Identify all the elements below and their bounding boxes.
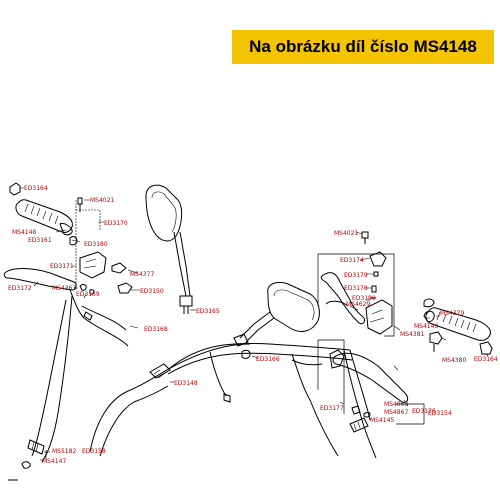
callout-3: MS4148 [12, 229, 36, 236]
callout-12: ED3168 [144, 326, 168, 333]
right-switch-housing [365, 299, 393, 335]
callout-5: ED3180 [84, 241, 108, 248]
callout-35: ED3154 [428, 410, 452, 417]
callout-labels: ED3164 MS4021 ED3170 MS4148 ED3161 ED318… [8, 185, 498, 465]
right-mirror [233, 281, 320, 359]
right-brake-lever [332, 352, 409, 403]
callout-9: MS4363 [52, 285, 76, 292]
throttle-tube [59, 223, 73, 236]
left-clutch-cable [69, 289, 139, 347]
callout-11: ED3150 [140, 288, 164, 295]
left-mirror [145, 184, 196, 314]
callout-31: ED3176 [412, 408, 436, 415]
callout-1: MS4021 [90, 197, 114, 204]
callout-4: ED3161 [28, 237, 52, 244]
callout-34: MS4145 [370, 417, 394, 424]
callout-30: ED3177 [320, 405, 344, 412]
right-grip-assembly [423, 298, 493, 357]
right-mirror-head [267, 281, 320, 332]
right-mirror-stem [239, 311, 275, 343]
left-bar-end [9, 182, 21, 196]
callout-17: MS4147 [42, 458, 66, 465]
callout-23: ED3180 [352, 295, 376, 302]
left-grip-assembly [3, 182, 140, 299]
callout-26: MS4149 [414, 323, 438, 330]
right-switch-assembly [317, 231, 425, 425]
callout-20: ED3174 [340, 257, 364, 264]
part-number-banner: Na obrázku díl číslo MS4148 [232, 30, 494, 64]
callout-19: MS4021 [334, 230, 358, 237]
callout-24: MS4629 [346, 301, 370, 308]
callout-28: MS4380 [442, 357, 466, 364]
callout-27: MS4381 [400, 331, 424, 338]
left-mirror-stem [173, 231, 191, 297]
left-grip [15, 199, 73, 233]
callout-14: ED3166 [256, 356, 280, 363]
callout-33: MS4867 [384, 409, 408, 416]
callout-0: ED3164 [24, 185, 48, 192]
callout-22: ED3178 [344, 285, 368, 292]
callout-25: MS4379 [440, 310, 464, 317]
left-mirror-head [145, 184, 183, 242]
callout-16: MS5182 [52, 448, 76, 455]
callout-13: ED3165 [196, 308, 220, 315]
callout-6: ED3171 [50, 263, 74, 270]
left-lever [3, 268, 77, 291]
left-switch-housing [79, 251, 107, 279]
banner-text: Na obrázku díl číslo MS4148 [249, 37, 477, 56]
callout-29: ED3164 [474, 356, 498, 363]
callout-15: ED3148 [174, 380, 198, 387]
callout-21: ED3179 [344, 272, 368, 279]
right-bar-end [479, 341, 493, 355]
callout-10: ED3169 [76, 291, 100, 298]
callout-2: ED3170 [104, 220, 128, 227]
callout-32: MS4868 [384, 401, 408, 408]
callout-18: ED3158 [82, 448, 106, 455]
callout-8: ED3172 [8, 285, 32, 292]
callout-7: MS4377 [130, 271, 154, 278]
long-cables [8, 295, 377, 481]
